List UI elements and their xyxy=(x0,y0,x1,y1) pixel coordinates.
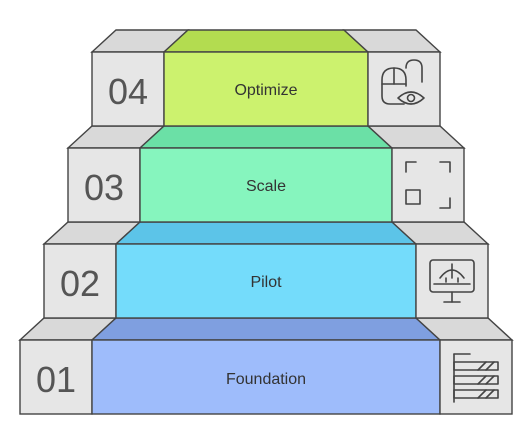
step-number: 04 xyxy=(108,71,148,112)
pilot-monitor-icon xyxy=(429,259,475,303)
step-number: 02 xyxy=(60,263,100,304)
step-01-face xyxy=(91,339,441,415)
step-04: 04 Optimize xyxy=(90,29,442,127)
foundation-layers-icon xyxy=(453,353,499,403)
step-04-face xyxy=(163,51,369,127)
step-01: 01 Foundation xyxy=(18,317,514,415)
scale-frame-icon xyxy=(405,161,451,209)
step-label: Foundation xyxy=(226,371,306,388)
step-03-top xyxy=(138,125,394,149)
step-number: 03 xyxy=(84,167,124,208)
step-label: Optimize xyxy=(234,82,297,99)
step-01-top xyxy=(90,317,442,341)
step-04-top xyxy=(162,29,370,53)
step-label: Scale xyxy=(246,178,286,195)
step-02-top xyxy=(114,221,418,245)
step-label: Pilot xyxy=(250,274,282,291)
step-02: 02 Pilot xyxy=(42,221,490,319)
step-number: 01 xyxy=(36,359,76,400)
step-03-face xyxy=(139,147,393,223)
mouse-eye-icon xyxy=(381,59,425,105)
step-03: 03 Scale xyxy=(66,125,466,223)
step-02-face xyxy=(115,243,417,319)
